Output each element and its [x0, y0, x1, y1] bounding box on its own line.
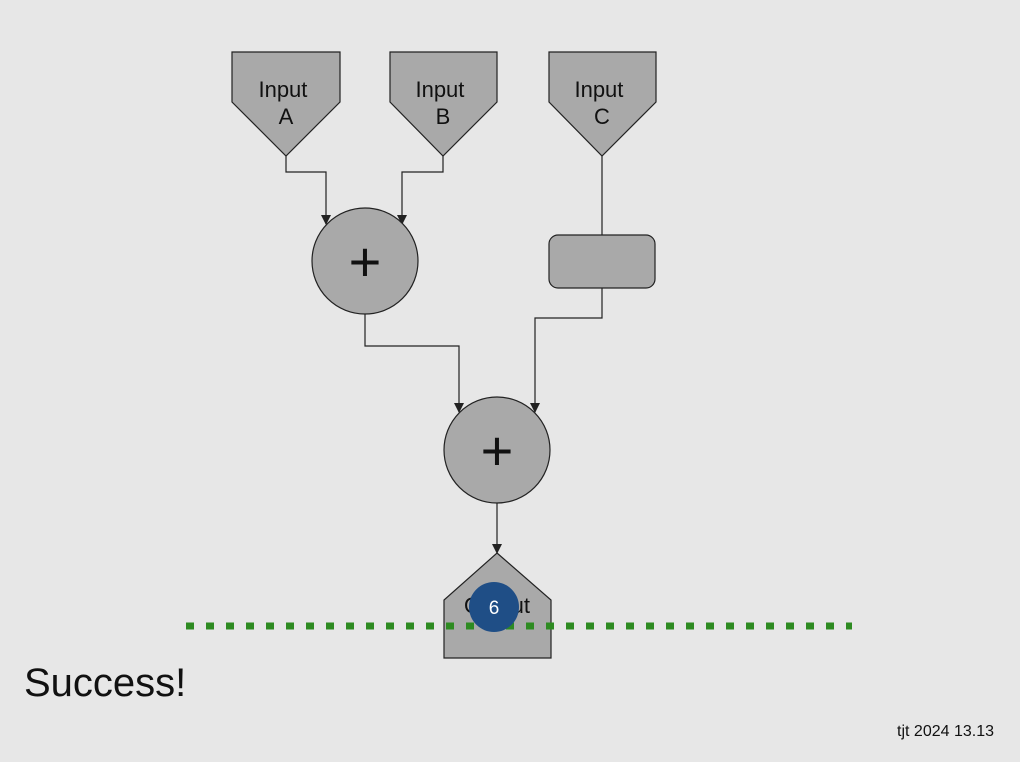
input-c-node: Input C — [548, 51, 657, 157]
connector-input-a-to-adder-1 — [285, 154, 331, 225]
slide-footer: tjt 2024 13.13 — [897, 723, 994, 740]
plus-icon: + — [349, 230, 382, 293]
connector-adder-1-to-adder-2 — [364, 314, 464, 413]
success-caption: Success! — [24, 661, 187, 705]
connectors — [285, 154, 603, 554]
plus-icon: + — [481, 419, 514, 482]
input-c-shape — [548, 51, 657, 157]
adder-1-circle — [311, 207, 419, 315]
input-b-label: Input B — [415, 77, 470, 129]
input-b-shape — [389, 51, 498, 157]
input-a-label: Input A — [258, 77, 313, 129]
input-b-node: Input B — [389, 51, 498, 157]
adder-node-1: + — [311, 207, 419, 315]
input-c-label: Input C — [574, 77, 629, 129]
processing-box — [548, 234, 656, 289]
step-badge-circle — [469, 582, 519, 632]
connector-box-to-adder-2 — [530, 288, 603, 413]
connector-input-b-to-adder-1 — [397, 154, 444, 225]
input-a-shape — [231, 51, 341, 157]
step-badge-number: 6 — [489, 598, 500, 619]
adder-node-2: + — [443, 396, 551, 504]
step-badge: 6 — [469, 582, 519, 632]
input-a-node: Input A — [231, 51, 341, 157]
adder-2-circle — [443, 396, 551, 504]
